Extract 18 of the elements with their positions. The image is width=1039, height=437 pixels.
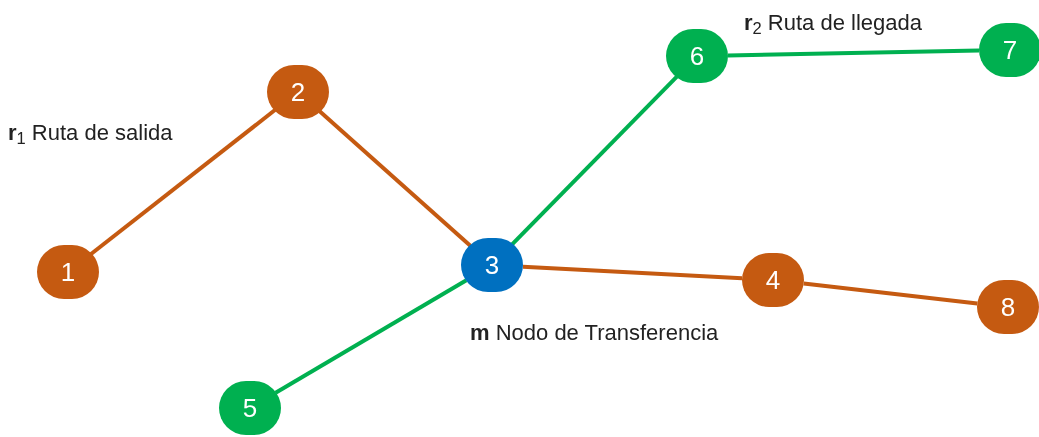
route-node: 1	[37, 245, 99, 299]
route-line	[89, 108, 277, 256]
route-label: r$_{1}$ Ruta de salida	[8, 119, 173, 149]
route-node: 2	[267, 65, 329, 119]
route-node: 7	[979, 23, 1039, 77]
route-line	[727, 48, 980, 58]
route-line	[510, 75, 679, 246]
route-line	[803, 281, 978, 306]
route-node: 5	[219, 381, 281, 435]
route-label: m Nodo de Transferencia	[470, 319, 719, 347]
route-label: r$_{2}$ Ruta de llegada	[744, 9, 922, 39]
route-node: 8	[977, 280, 1039, 334]
route-line	[522, 264, 743, 281]
route-node: 6	[666, 29, 728, 83]
route-line	[318, 109, 472, 248]
route-node: 3	[461, 238, 523, 292]
route-node: 4	[742, 253, 804, 307]
route-line	[274, 278, 468, 395]
